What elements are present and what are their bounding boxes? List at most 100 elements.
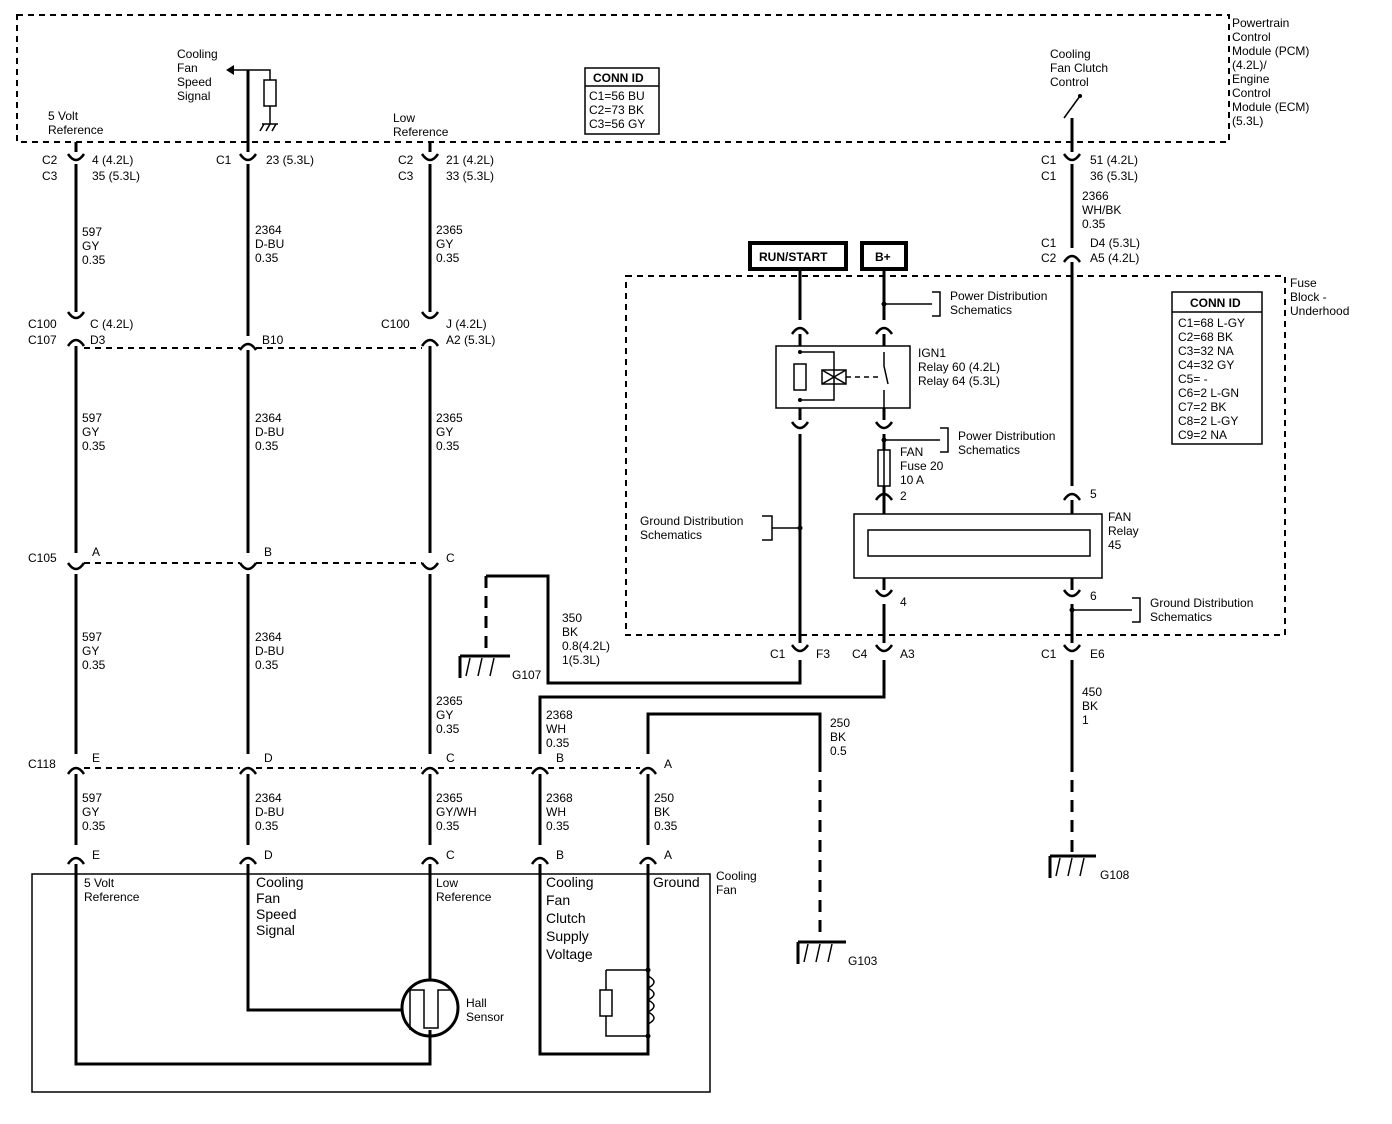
svg-text:CONN ID: CONN ID bbox=[593, 71, 644, 85]
svg-text:33 (5.3L): 33 (5.3L) bbox=[446, 169, 494, 183]
svg-text:2364: 2364 bbox=[255, 630, 282, 644]
svg-text:450: 450 bbox=[1082, 685, 1102, 699]
svg-text:C100: C100 bbox=[28, 317, 57, 331]
svg-text:C2: C2 bbox=[42, 153, 58, 167]
svg-text:D-BU: D-BU bbox=[255, 237, 284, 251]
svg-text:B10: B10 bbox=[262, 333, 284, 347]
svg-text:C2=68 BK: C2=68 BK bbox=[1178, 330, 1233, 344]
svg-text:C105: C105 bbox=[28, 551, 57, 565]
svg-text:C: C bbox=[446, 751, 455, 765]
svg-text:WH: WH bbox=[546, 722, 566, 736]
svg-text:2365: 2365 bbox=[436, 694, 463, 708]
wire-ground-250 bbox=[646, 712, 822, 845]
svg-text:2: 2 bbox=[900, 489, 907, 503]
svg-text:Power Distribution: Power Distribution bbox=[958, 429, 1055, 443]
connector-fuse-block-c1c2 bbox=[1062, 254, 1082, 263]
fan-5v-reference-label: 5 Volt Reference bbox=[84, 876, 140, 904]
svg-text:G108: G108 bbox=[1100, 868, 1130, 882]
svg-text:C1: C1 bbox=[770, 647, 786, 661]
svg-text:2368: 2368 bbox=[546, 791, 573, 805]
svg-text:A5 (4.2L): A5 (4.2L) bbox=[1090, 251, 1139, 265]
svg-text:21 (4.2L): 21 (4.2L) bbox=[446, 153, 494, 167]
svg-text:250: 250 bbox=[654, 791, 674, 805]
pcm-5v-reference-label: 5 Volt Reference bbox=[48, 109, 104, 137]
ground-distribution-ref-2: Ground Distribution Schematics bbox=[1069, 596, 1253, 624]
svg-text:36 (5.3L): 36 (5.3L) bbox=[1090, 169, 1138, 183]
svg-text:B: B bbox=[556, 751, 564, 765]
svg-text:2364: 2364 bbox=[255, 411, 282, 425]
svg-text:WH: WH bbox=[546, 805, 566, 819]
svg-text:BK: BK bbox=[1082, 699, 1098, 713]
svg-text:D-BU: D-BU bbox=[255, 425, 284, 439]
c118-connector-labels: C118 E D C B A bbox=[28, 751, 672, 771]
svg-text:G103: G103 bbox=[848, 954, 878, 968]
fan-speed-signal-label: Cooling Fan Speed Signal bbox=[256, 874, 307, 938]
svg-text:C1: C1 bbox=[1041, 647, 1057, 661]
wire-labels-450: 450 BK 1 bbox=[1082, 685, 1102, 727]
svg-text:C107: C107 bbox=[28, 333, 57, 347]
svg-text:GY: GY bbox=[82, 805, 99, 819]
svg-text:E: E bbox=[92, 751, 100, 765]
svg-text:2365: 2365 bbox=[436, 791, 463, 805]
svg-text:A2 (5.3L): A2 (5.3L) bbox=[446, 333, 495, 347]
svg-text:2365: 2365 bbox=[436, 223, 463, 237]
svg-text:0.35: 0.35 bbox=[255, 658, 279, 672]
svg-text:Schematics: Schematics bbox=[1150, 610, 1212, 624]
svg-text:350: 350 bbox=[562, 611, 582, 625]
svg-text:597: 597 bbox=[82, 225, 102, 239]
svg-text:B: B bbox=[264, 545, 272, 559]
fuse-block-label: Fuse Block - Underhood bbox=[1290, 276, 1349, 318]
svg-text:GY: GY bbox=[82, 425, 99, 439]
wire-labels-350: 350 BK 0.8(4.2L) 1(5.3L) bbox=[562, 611, 610, 667]
fan-ground-label: Ground bbox=[653, 874, 700, 890]
svg-text:0.35: 0.35 bbox=[255, 251, 279, 265]
bplus-source: B+ bbox=[860, 241, 908, 271]
svg-text:C1: C1 bbox=[216, 153, 232, 167]
svg-text:0.35: 0.35 bbox=[1082, 217, 1106, 231]
svg-text:C7=2 BK: C7=2 BK bbox=[1178, 400, 1226, 414]
svg-text:0.35: 0.35 bbox=[82, 439, 106, 453]
svg-text:C9=2 NA: C9=2 NA bbox=[1178, 428, 1227, 442]
svg-text:D: D bbox=[264, 848, 273, 862]
fan-clutch-supply-label: Cooling Fan Clutch Supply Voltage bbox=[546, 874, 597, 962]
svg-text:597: 597 bbox=[82, 411, 102, 425]
svg-text:2365: 2365 bbox=[436, 411, 463, 425]
svg-text:4: 4 bbox=[900, 595, 907, 609]
svg-text:0.35: 0.35 bbox=[255, 819, 279, 833]
svg-text:C4: C4 bbox=[852, 647, 868, 661]
svg-text:GY: GY bbox=[436, 425, 453, 439]
svg-text:Schematics: Schematics bbox=[958, 443, 1020, 457]
svg-text:B: B bbox=[556, 848, 564, 862]
svg-text:A3: A3 bbox=[900, 647, 915, 661]
svg-text:35 (5.3L): 35 (5.3L) bbox=[92, 169, 140, 183]
svg-text:C5= -: C5= - bbox=[1178, 372, 1208, 386]
svg-text:GY: GY bbox=[82, 644, 99, 658]
connector-row-c100 bbox=[66, 311, 440, 351]
run-start-source: RUN/START bbox=[748, 241, 848, 271]
svg-text:Schematics: Schematics bbox=[640, 528, 702, 542]
svg-text:4 (4.2L): 4 (4.2L) bbox=[92, 153, 133, 167]
svg-text:RUN/START: RUN/START bbox=[759, 250, 828, 264]
pcm-pullup-resistor bbox=[226, 65, 278, 132]
svg-text:G107: G107 bbox=[512, 668, 542, 682]
wire-labels-597: 597 GY 0.35 597 GY 0.35 597 GY 0.35 597 … bbox=[82, 225, 106, 833]
svg-text:0.35: 0.35 bbox=[82, 658, 106, 672]
fan-clutch-coil bbox=[599, 967, 655, 1039]
connector-row-pcm bbox=[66, 153, 1082, 162]
svg-text:BK: BK bbox=[830, 730, 846, 744]
svg-text:BK: BK bbox=[654, 805, 670, 819]
fan-low-reference-label: Low Reference bbox=[436, 876, 492, 904]
power-distribution-ref-2: Power Distribution Schematics bbox=[881, 427, 1055, 457]
fan-fuse bbox=[877, 449, 891, 487]
pcm-clutch-switch bbox=[1063, 94, 1082, 119]
svg-text:CONN ID: CONN ID bbox=[1190, 296, 1241, 310]
wire-labels-2368: 2368 WH 0.35 2368 WH 0.35 bbox=[546, 708, 573, 833]
ground-distribution-ref-1: Ground Distribution Schematics bbox=[640, 514, 803, 542]
svg-text:C3: C3 bbox=[398, 169, 414, 183]
svg-text:E: E bbox=[92, 848, 100, 862]
fan-relay bbox=[853, 513, 1103, 579]
wire-bplus bbox=[538, 269, 886, 1056]
svg-text:0.35: 0.35 bbox=[82, 819, 106, 833]
svg-text:BK: BK bbox=[562, 625, 578, 639]
